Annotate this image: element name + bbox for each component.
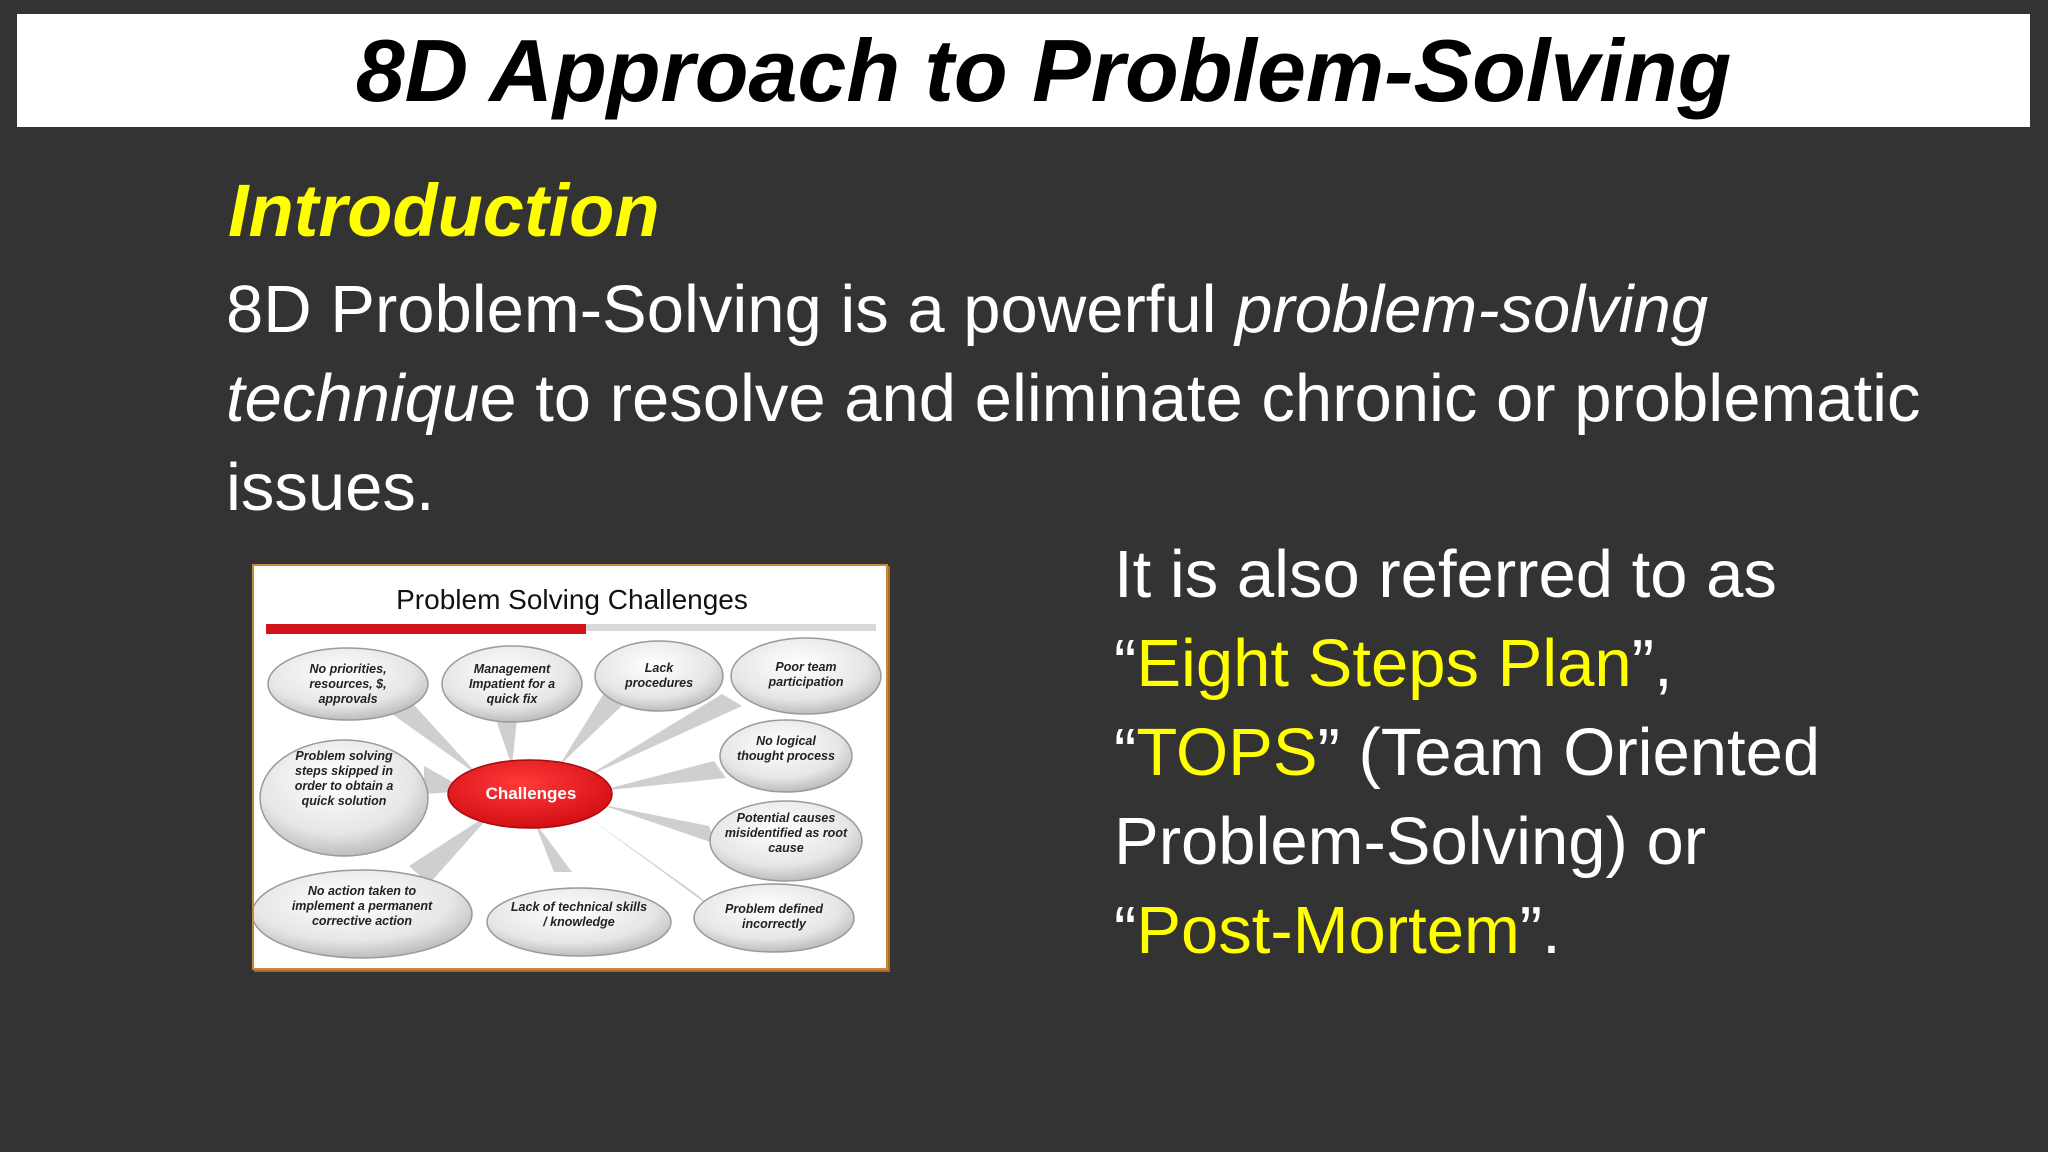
bubble-label: Poor team participation (768, 660, 844, 689)
bubble-problem-defined (693, 883, 855, 953)
bubble-label: Problem solving steps skipped in order t… (294, 749, 394, 808)
header-red-bar (266, 624, 586, 634)
aka-quote: “ (1114, 715, 1137, 790)
aka-tops-expansion: ” (Team Oriented Problem-Solving) or (1114, 715, 1821, 879)
bubble-lack-skills (486, 887, 672, 957)
section-heading: Introduction (228, 169, 660, 252)
intro-text-2: e to resolve and eliminate chronic or pr… (226, 361, 1921, 525)
bubble-lack-procedures (594, 640, 724, 712)
aka-quote: “ (1114, 893, 1137, 968)
bubble-label: No logical thought process (737, 734, 835, 763)
aka-quote: ”, (1631, 626, 1673, 701)
intro-italic-term: problem-solving techniqu (226, 272, 1709, 436)
slide-title: 8D Approach to Problem-Solving (355, 20, 1732, 120)
intro-text-1: 8D Problem-Solving is a powerful (226, 272, 1236, 347)
aka-name-tops: TOPS (1136, 715, 1318, 790)
aka-name-post-mortem: Post-Mortem (1136, 893, 1520, 968)
bubble-label: No action taken to implement a permanent… (291, 884, 433, 928)
diagram-title: Problem Solving Challenges (396, 584, 748, 615)
bubble-no-action (254, 869, 473, 959)
bubble-label: No priorities, resources, $, approvals (309, 662, 387, 706)
bubble-poor-team (730, 637, 882, 715)
bubble-label: Potential causes misidentified as root c… (724, 811, 848, 855)
bubble-steps-skipped (259, 739, 429, 857)
center-label: Challenges (485, 784, 577, 803)
bubble-label: Lack procedures (624, 661, 694, 690)
aka-quote: ”. (1519, 893, 1561, 968)
bubble-potential-causes (709, 800, 863, 882)
aka-quote: “ (1114, 626, 1137, 701)
title-bar: 8D Approach to Problem-Solving (17, 14, 2030, 127)
aka-paragraph: It is also referred to as “Eight Steps P… (1114, 530, 1994, 975)
bubble-label: Management Impatient for a quick fix (468, 662, 556, 706)
bubble-no-logical (719, 719, 853, 793)
challenges-diagram: Problem Solving Challenges Challenges No… (252, 564, 888, 970)
aka-name-eight-steps: Eight Steps Plan (1136, 626, 1632, 701)
intro-paragraph: 8D Problem-Solving is a powerful problem… (226, 265, 1926, 532)
bubble-no-priorities (267, 647, 429, 721)
aka-lead: It is also referred to as (1114, 537, 1777, 612)
challenges-center (447, 759, 613, 829)
diagram-graphics (254, 624, 882, 959)
bubbles (254, 637, 882, 959)
bubble-management (441, 645, 583, 723)
bubble-label: Problem defined incorrectly (725, 902, 823, 931)
bubble-label: Lack of technical skills / knowledge (510, 900, 648, 929)
